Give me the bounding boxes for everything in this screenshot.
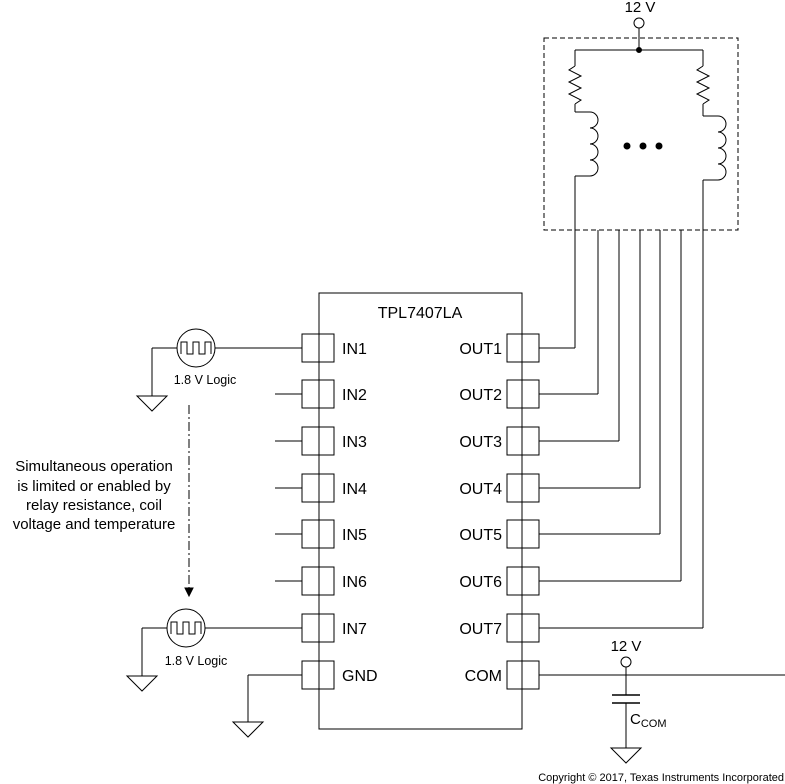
annotation-line-2: is limited or enabled by: [17, 478, 171, 495]
pin-box-out7: [506, 613, 540, 643]
ic-name: TPL7407LA: [378, 305, 463, 322]
logic-source-bottom: [166, 608, 206, 648]
pin-label-out7: OUT7: [459, 621, 502, 638]
pin-label-in1: IN1: [342, 341, 367, 358]
pin-label-in2: IN2: [342, 387, 367, 404]
pin-box-com: [506, 660, 540, 690]
pin-label-in5: IN5: [342, 527, 367, 544]
pin-label-out2: OUT2: [459, 387, 502, 404]
pin-box-out5: [506, 519, 540, 549]
pin-box-in5: [301, 519, 335, 549]
pin-box-in6: [301, 566, 335, 596]
pin-label-out3: OUT3: [459, 434, 502, 451]
annotation-line-4: voltage and temperature: [13, 516, 176, 533]
pin-label-in7: IN7: [342, 621, 367, 638]
pin-box-out1: [506, 333, 540, 363]
ground-symbol: [135, 395, 169, 412]
pin-box-in7: [301, 613, 335, 643]
pin-label-in4: IN4: [342, 481, 367, 498]
pin-box-in4: [301, 473, 335, 503]
supply-label-com: 12 V: [611, 638, 642, 655]
pin-box-out4: [506, 473, 540, 503]
logic-label-top: 1.8 V Logic: [174, 373, 237, 387]
relay-coil-left: [589, 111, 599, 177]
ic-body: [318, 292, 523, 730]
capacitor-label: CCOM: [630, 711, 667, 730]
supply-terminal-top: [633, 17, 645, 29]
pin-label-out4: OUT4: [459, 481, 502, 498]
pin-box-in3: [301, 426, 335, 456]
ellipsis-dots: [623, 142, 663, 150]
ground-symbol: [125, 675, 159, 692]
relay-coil-right: [717, 115, 727, 181]
pin-box-gnd: [301, 660, 335, 690]
relay-resistor-right: [695, 65, 711, 105]
pin-box-out3: [506, 426, 540, 456]
pin-box-out2: [506, 379, 540, 409]
relay-block: [543, 17, 739, 628]
supply-label-top: 12 V: [625, 0, 656, 16]
annotation-line-3: relay resistance, coil: [26, 497, 162, 514]
ground-symbol: [231, 721, 265, 738]
pin-label-out6: OUT6: [459, 574, 502, 591]
pin-box-in1: [301, 333, 335, 363]
pin-box-out6: [506, 566, 540, 596]
pin-box-in2: [301, 379, 335, 409]
relay-dashed-boundary: [543, 37, 739, 231]
pin-label-gnd: GND: [342, 668, 378, 685]
copyright: Copyright © 2017, Texas Instruments Inco…: [538, 772, 784, 784]
annotation: Simultaneous operation is limited or ena…: [13, 458, 176, 533]
input-wiring: [125, 328, 302, 738]
relay-resistor-left: [567, 65, 583, 105]
pin-label-com: COM: [465, 668, 502, 685]
pin-label-out5: OUT5: [459, 527, 502, 544]
pin-label-in3: IN3: [342, 434, 367, 451]
ground-symbol: [609, 747, 643, 764]
logic-source-top: [176, 328, 216, 368]
pin-label-out1: OUT1: [459, 341, 502, 358]
output-wiring: [539, 347, 785, 764]
annotation-line-1: Simultaneous operation: [15, 458, 173, 475]
supply-terminal-com: [620, 656, 632, 668]
logic-label-bottom: 1.8 V Logic: [165, 654, 228, 668]
pin-label-in6: IN6: [342, 574, 367, 591]
